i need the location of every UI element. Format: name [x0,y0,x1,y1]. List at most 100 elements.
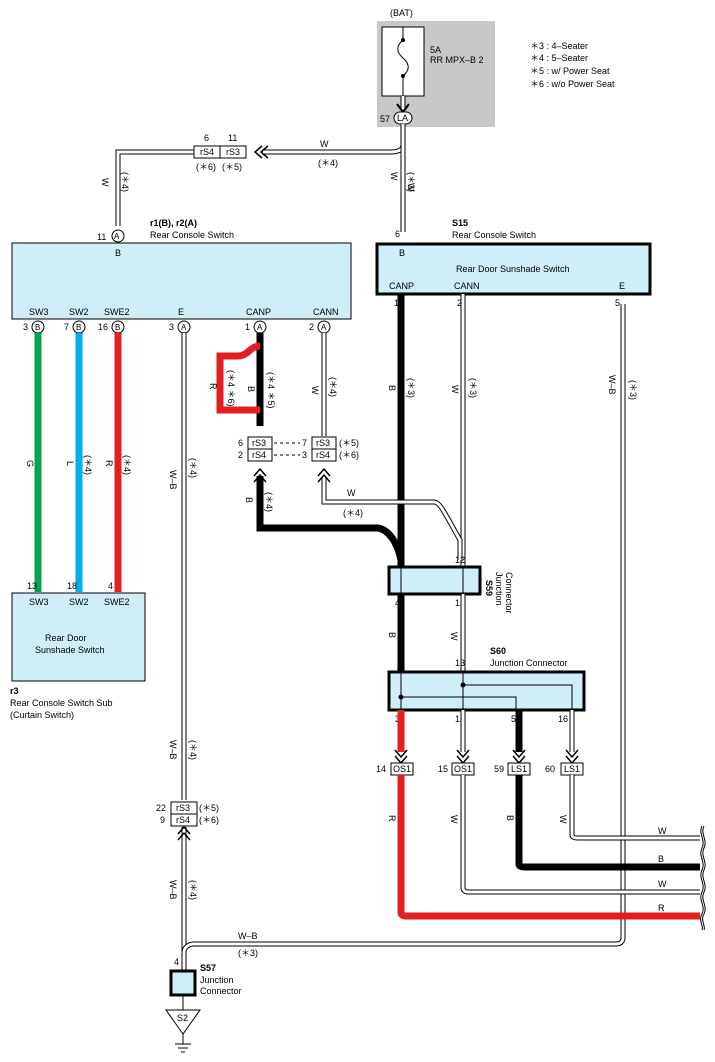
r3-pin-2: 18 [67,581,77,591]
wire-note-r-branch: (＊4 ＊6) [226,370,236,407]
r1-term-swe2: SWE2 [104,307,130,317]
note-3: ＊5 : w/ Power Seat [530,66,610,76]
wire-note-r-swe2: (＊4) [122,455,132,475]
low-rs4-label: rS4 [176,815,190,825]
r1-top-conn: A [114,232,120,241]
s57-name-1: Junction [200,975,234,985]
r1-conn-6: A [321,323,327,332]
wire-note-s15: (＊3) [406,172,416,192]
r3-name: Rear Console Switch Sub [10,698,113,708]
mid-right-pin-2: 3 [302,450,307,460]
fuse-amp: 5A [430,45,441,55]
wire-w-top [115,124,406,232]
r1-pin-1: 3 [23,322,28,332]
wire-label-w-s15-cann: W [450,385,460,394]
r3-sub: (Curtain Switch) [10,710,74,720]
r1-pins: B B B A A A 3 7 16 3 1 2 [23,320,331,334]
fuse-icon [397,27,409,96]
wire-label-r-branch: R [208,383,218,390]
s57-pin: 4 [174,957,179,967]
wire-red-out [397,775,700,920]
wire-label-l: L [65,461,75,466]
s59-name-1: Junction [494,572,504,606]
wire-label-w-right-2: W [658,879,667,889]
s15-pin-2: 2 [457,298,462,308]
bat-label: (BAT) [390,8,413,18]
connector-rs3-rs4-low: rS3 rS4 22 9 (＊5) (＊6) [156,801,219,827]
low-note-n6: (＊6) [199,815,219,825]
mid-left-pin-2: 2 [238,450,243,460]
mid-left-rs4: rS4 [252,450,266,460]
s15-code: S15 [452,218,468,228]
top-rs3-label: rS3 [226,147,240,157]
connector-rs4-rs3-top: rS4 rS3 6 11 (＊6) (＊5) [193,133,247,172]
r1-term-sw3: SW3 [29,307,49,317]
mid-right-note-n5: (＊5) [339,438,359,448]
ground-label: S2 [177,1013,188,1023]
out-conn-3: LS1 [511,764,527,774]
wire-note-wb-3: (＊4) [188,880,198,900]
wire-label-b-out: B [505,815,515,821]
s60-pin-bot-2: 14 [455,714,465,724]
note-2: ＊4 : 5–Seater [530,53,588,63]
s15-term-e: E [619,281,625,291]
r1-name: Rear Console Switch [150,230,234,240]
s60-junction-box [387,670,586,712]
top-note-n6: (＊6) [196,162,216,172]
notes-legend: ＊3 : 4–Seater ＊4 : 5–Seater ＊5 : w/ Powe… [530,41,615,89]
s57-junction-box [169,969,197,997]
note-1: ＊3 : 4–Seater [530,41,588,51]
r3-inner-1: Rear Door [45,633,87,643]
r1-conn-5: A [257,323,263,332]
s15-pin-1: 1 [394,298,399,308]
connector-rs3-rs4-left: rS3 rS4 6 2 [238,436,273,462]
top-rs4-label: rS4 [200,147,214,157]
r1-term-e: E [178,307,184,317]
r1-pin-3: 16 [98,322,108,332]
wire-label-g: G [25,460,35,467]
s60-pin-top-1: 2 [397,658,402,668]
wire-w-out-1 [460,775,700,895]
wire-label-r-swe2: R [104,460,114,467]
s59-pin-top-2: 12 [455,555,465,565]
fuse-name: RR MPX–B 2 [430,55,484,65]
out-conn-2: OS1 [454,764,472,774]
wire-w-to-s59 [321,478,463,560]
la-conn-label: LA [397,113,408,123]
wire-w-out-2 [569,775,700,841]
mid-right-pin-1: 7 [302,438,307,448]
wire-note-wb-e: (＊3) [628,380,638,400]
top-note-n5: (＊5) [222,162,242,172]
wire-label-w-s15: W [406,183,416,192]
r3-switch-box [11,592,146,682]
s15-term-cann: CANN [454,281,480,291]
wire-note-w-mid: (＊4) [343,508,363,518]
wire-note-wb-1: (＊4) [188,458,198,478]
wire-black-to-s59 [256,476,405,561]
wire-red-canp-branch [216,342,261,414]
wire-label-w-s59-s60: W [449,632,459,641]
wire-label-wb-e: W–B [607,375,617,395]
r1-conn-4: A [181,323,187,332]
s15-inner: Rear Door Sunshade Switch [456,264,570,274]
r1-term-sw2: SW2 [69,307,89,317]
low-pin-2: 9 [160,815,165,825]
wire-label-w-out-1: W [449,815,459,824]
r1-conn-3: B [115,323,120,332]
wire-note-b-s15: (＊3) [406,378,416,398]
out-connectors: OS1 OS1 LS1 LS1 14 15 59 60 [376,762,584,776]
wire-label-b-s59-s60: B [387,632,397,638]
s60-pin-bot-4: 16 [558,714,568,724]
wire-note-b-mid: (＊4) [264,492,274,512]
wire-label-b-right: B [658,854,664,864]
wire-label-w-right-1: W [658,826,667,836]
mid-left-rs3: rS3 [252,438,266,448]
s59-name-2: Connector [504,572,514,614]
wire-note-w-r1-cann: (＊4) [328,377,338,397]
r1-pin-4: 3 [169,322,174,332]
wire-label-wb-1: W–B [168,470,178,490]
r1-pin-5: 1 [245,322,250,332]
s59-pin-top-1: 1 [397,555,402,565]
ground-triangle [165,1009,201,1035]
